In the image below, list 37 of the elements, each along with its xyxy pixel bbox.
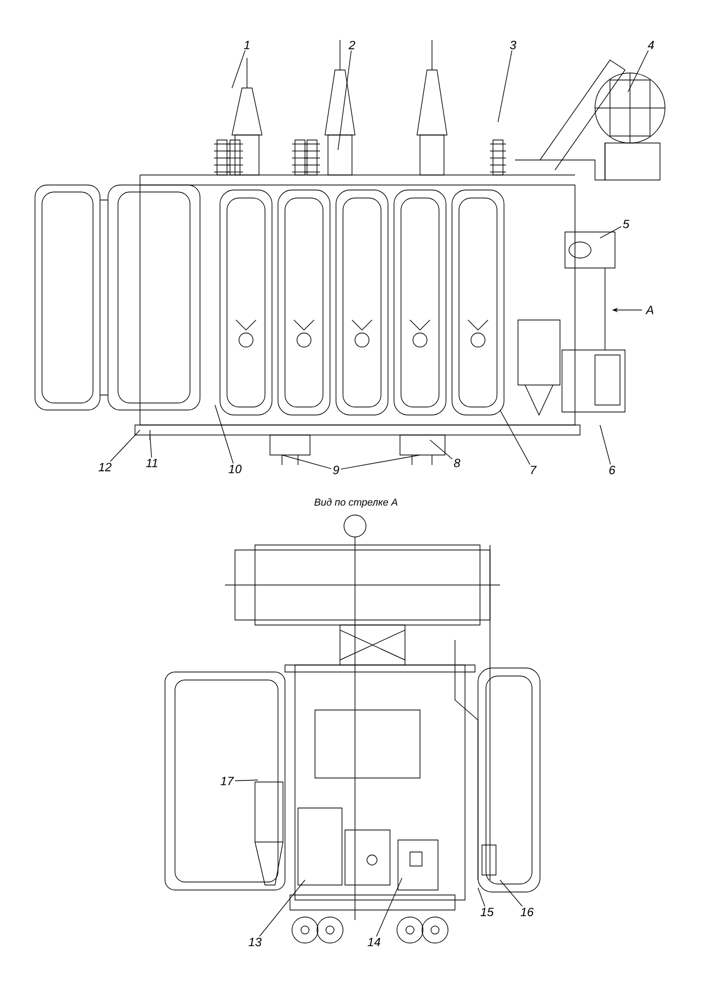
leader-line xyxy=(282,454,332,470)
leader-line xyxy=(600,226,622,238)
leader-line xyxy=(234,780,258,782)
view-label: А xyxy=(645,306,654,314)
callout-number: 13 xyxy=(248,938,262,946)
leader-line xyxy=(340,454,420,470)
leader-line xyxy=(500,410,530,465)
callout-number: 8 xyxy=(454,458,460,468)
callout-number: 15 xyxy=(480,908,494,916)
callout-number: 2 xyxy=(348,40,356,50)
callout-number: 11 xyxy=(146,458,158,468)
leader-line xyxy=(150,436,152,458)
leader-line xyxy=(628,50,649,92)
leader-line xyxy=(376,878,402,937)
leader-line xyxy=(498,50,512,122)
callout-number: 9 xyxy=(333,466,340,474)
callout-number: 12 xyxy=(98,462,112,472)
leader-line xyxy=(214,404,234,464)
leader-line xyxy=(430,440,453,460)
leader-line xyxy=(600,424,611,465)
callout-number: 5 xyxy=(622,220,630,228)
leader-line xyxy=(110,430,140,462)
leader-line xyxy=(338,50,352,150)
callout-number: 7 xyxy=(530,466,537,474)
callout-number: 17 xyxy=(220,776,234,786)
callout-number: 10 xyxy=(228,464,242,474)
callout-number: 14 xyxy=(368,938,380,946)
callout-number: 4 xyxy=(648,40,654,50)
callout-number: 16 xyxy=(520,908,534,916)
callout-number: 1 xyxy=(244,40,250,50)
leader-line xyxy=(259,880,306,937)
leader-line xyxy=(500,880,523,907)
callout-number: 6 xyxy=(609,466,616,474)
view-label: Вид по стрелке А xyxy=(314,498,398,508)
leader-line xyxy=(232,50,246,88)
leader-line xyxy=(478,888,486,907)
callout-number: 3 xyxy=(510,40,516,50)
